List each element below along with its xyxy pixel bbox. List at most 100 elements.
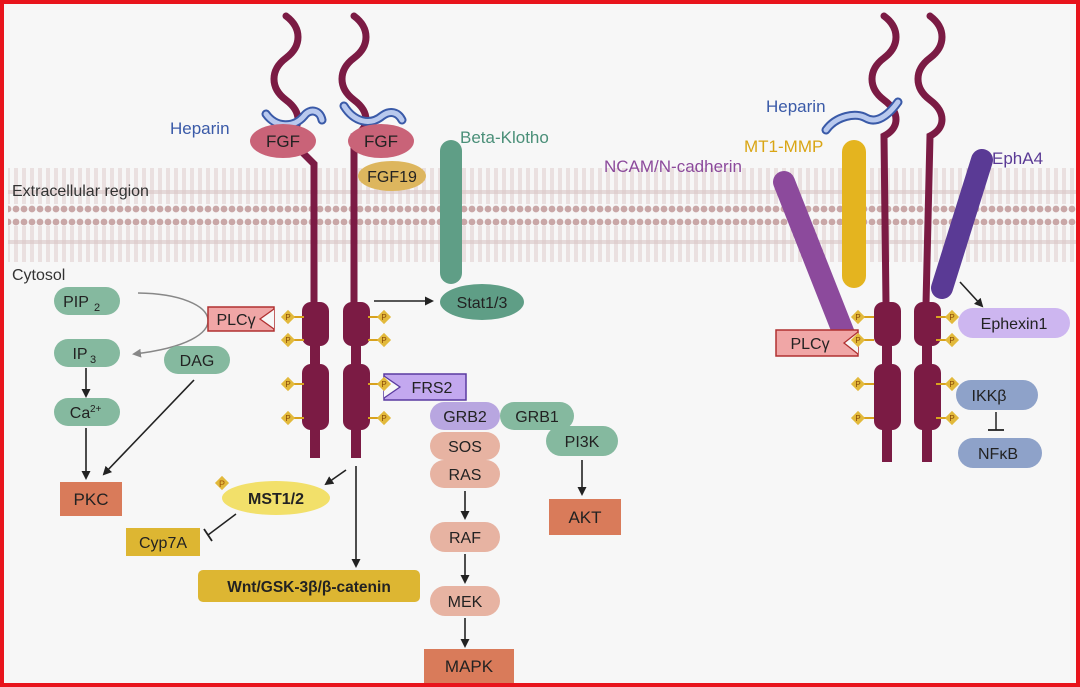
phosphate-site-10: P (850, 332, 874, 348)
phosphate-site-4: P (368, 332, 392, 348)
ephexin-node (958, 308, 1070, 338)
dag-label: DAG (180, 353, 215, 370)
membrane-band-bottom (8, 240, 1076, 244)
grb2-node (430, 402, 500, 430)
phosphate-site-6: P (280, 410, 304, 426)
mst-label: MST1/2 (248, 491, 304, 508)
mst-phosphate: P (214, 475, 230, 491)
plc-conversion-arrow (132, 292, 209, 358)
phosphate-site-2: P (280, 332, 304, 348)
pip2-node (54, 287, 120, 315)
fgf19-label: FGF19 (367, 169, 417, 186)
kinase-domain-left-1 (302, 302, 329, 346)
sos-node (430, 432, 500, 460)
ncam-protein (773, 171, 855, 345)
mapk-box (424, 649, 514, 683)
fgfr-receptor-right-right-chain (914, 12, 946, 308)
kinase-domain-right-2 (343, 364, 370, 430)
mt1mmp-protein (842, 140, 866, 288)
fgfr-receptor-right-left-chain (868, 12, 900, 308)
beta-klotho-label: Beta-Klotho (460, 128, 549, 147)
epha4-label: EphA4 (992, 149, 1043, 168)
mapk-label: MAPK (445, 657, 494, 676)
ikk-label: IKKβ (972, 388, 1007, 405)
kinase-domain-left-2 (302, 364, 329, 430)
fgf-label-b: FGF (364, 132, 398, 151)
phosphate-site-1: P (280, 309, 304, 325)
fgf-ligand-b (348, 124, 414, 158)
svg-text:P: P (219, 479, 225, 489)
phosphate-site-9: P (850, 309, 874, 325)
pkc-box (60, 482, 122, 516)
phosphate-site-16: P (936, 410, 960, 426)
svg-text:PIP: PIP (63, 294, 89, 311)
ikk-node (956, 380, 1038, 410)
stat-node (440, 284, 524, 320)
svg-text:P: P (855, 414, 860, 423)
svg-text:P: P (381, 336, 386, 345)
svg-text:P: P (285, 414, 290, 423)
kinase-domain-right-1 (343, 302, 370, 346)
ras-label: RAS (449, 467, 482, 484)
svg-text:P: P (381, 380, 386, 389)
grb2-label: GRB2 (443, 409, 487, 426)
wnt-pathway-box (198, 570, 420, 602)
plcg-left-label: PLCγ (216, 312, 255, 329)
svg-text:P: P (285, 336, 290, 345)
tail-right (351, 428, 361, 458)
pip2-subscript: 2 (94, 302, 100, 314)
pi3k-label: PI3K (565, 434, 600, 451)
receptor-to-mst-arrow (324, 469, 347, 486)
phosphate-site-13: P (850, 376, 874, 392)
plcg-right-label: PLCγ (790, 336, 829, 353)
ip3-node (54, 339, 120, 367)
pi3k-node (546, 426, 618, 456)
cyp7a-box (126, 528, 200, 556)
mt1mmp-label: MT1-MMP (744, 137, 823, 156)
phosphate-site-12: P (936, 332, 960, 348)
mek-label: MEK (448, 594, 483, 611)
svg-text:P: P (285, 313, 290, 322)
svg-text:P: P (855, 336, 860, 345)
fgf-label-a: FGF (266, 132, 300, 151)
ephexin-label: Ephexin1 (981, 316, 1048, 333)
cyp7a-label: Cyp7A (139, 535, 187, 552)
svg-text:P: P (381, 414, 386, 423)
wnt-pathway-label: Wnt/GSK-3β/β-catenin (227, 579, 391, 596)
dag-node (164, 346, 230, 374)
linker-left (310, 344, 320, 366)
grb1-label: GRB1 (515, 409, 559, 426)
dag-to-pkc-arrow (102, 379, 195, 476)
svg-text:P: P (855, 313, 860, 322)
raf-label: RAF (449, 530, 481, 547)
extracellular-region-label: Extracellular region (12, 183, 149, 200)
svg-text:P: P (949, 336, 954, 345)
cell-membrane (8, 164, 1076, 270)
epha4-to-ephexin-arrow (959, 281, 984, 308)
ip3-label: IP (72, 346, 87, 363)
phosphate-site-5: P (280, 376, 304, 392)
phosphate-site-8: P (368, 410, 392, 426)
membrane-band-top (8, 190, 1076, 194)
fgf19-ligand (358, 161, 426, 191)
nfkb-node (958, 438, 1042, 468)
phosphate-site-15: P (936, 376, 960, 392)
epha4-protein (931, 149, 993, 299)
mek-node (430, 586, 500, 616)
calcium-superscript: 2+ (90, 404, 102, 415)
svg-text:P: P (855, 380, 860, 389)
svg-text:P: P (381, 313, 386, 322)
fgf-ligand-a (250, 124, 316, 158)
nfkb-label: NFκB (978, 446, 1018, 463)
svg-text:P: P (949, 414, 954, 423)
cytosol-label: Cytosol (12, 267, 65, 284)
right-kinase-left-2 (874, 364, 901, 430)
stat-label: Stat1/3 (457, 295, 508, 312)
ip3-subscript: 3 (90, 354, 96, 366)
calcium-node (54, 398, 120, 426)
grb1-node (500, 402, 574, 430)
right-kinase-right-2 (914, 364, 941, 430)
ncam-label: NCAM/N-cadherin (604, 157, 742, 176)
right-kinase-right-1 (914, 302, 941, 346)
